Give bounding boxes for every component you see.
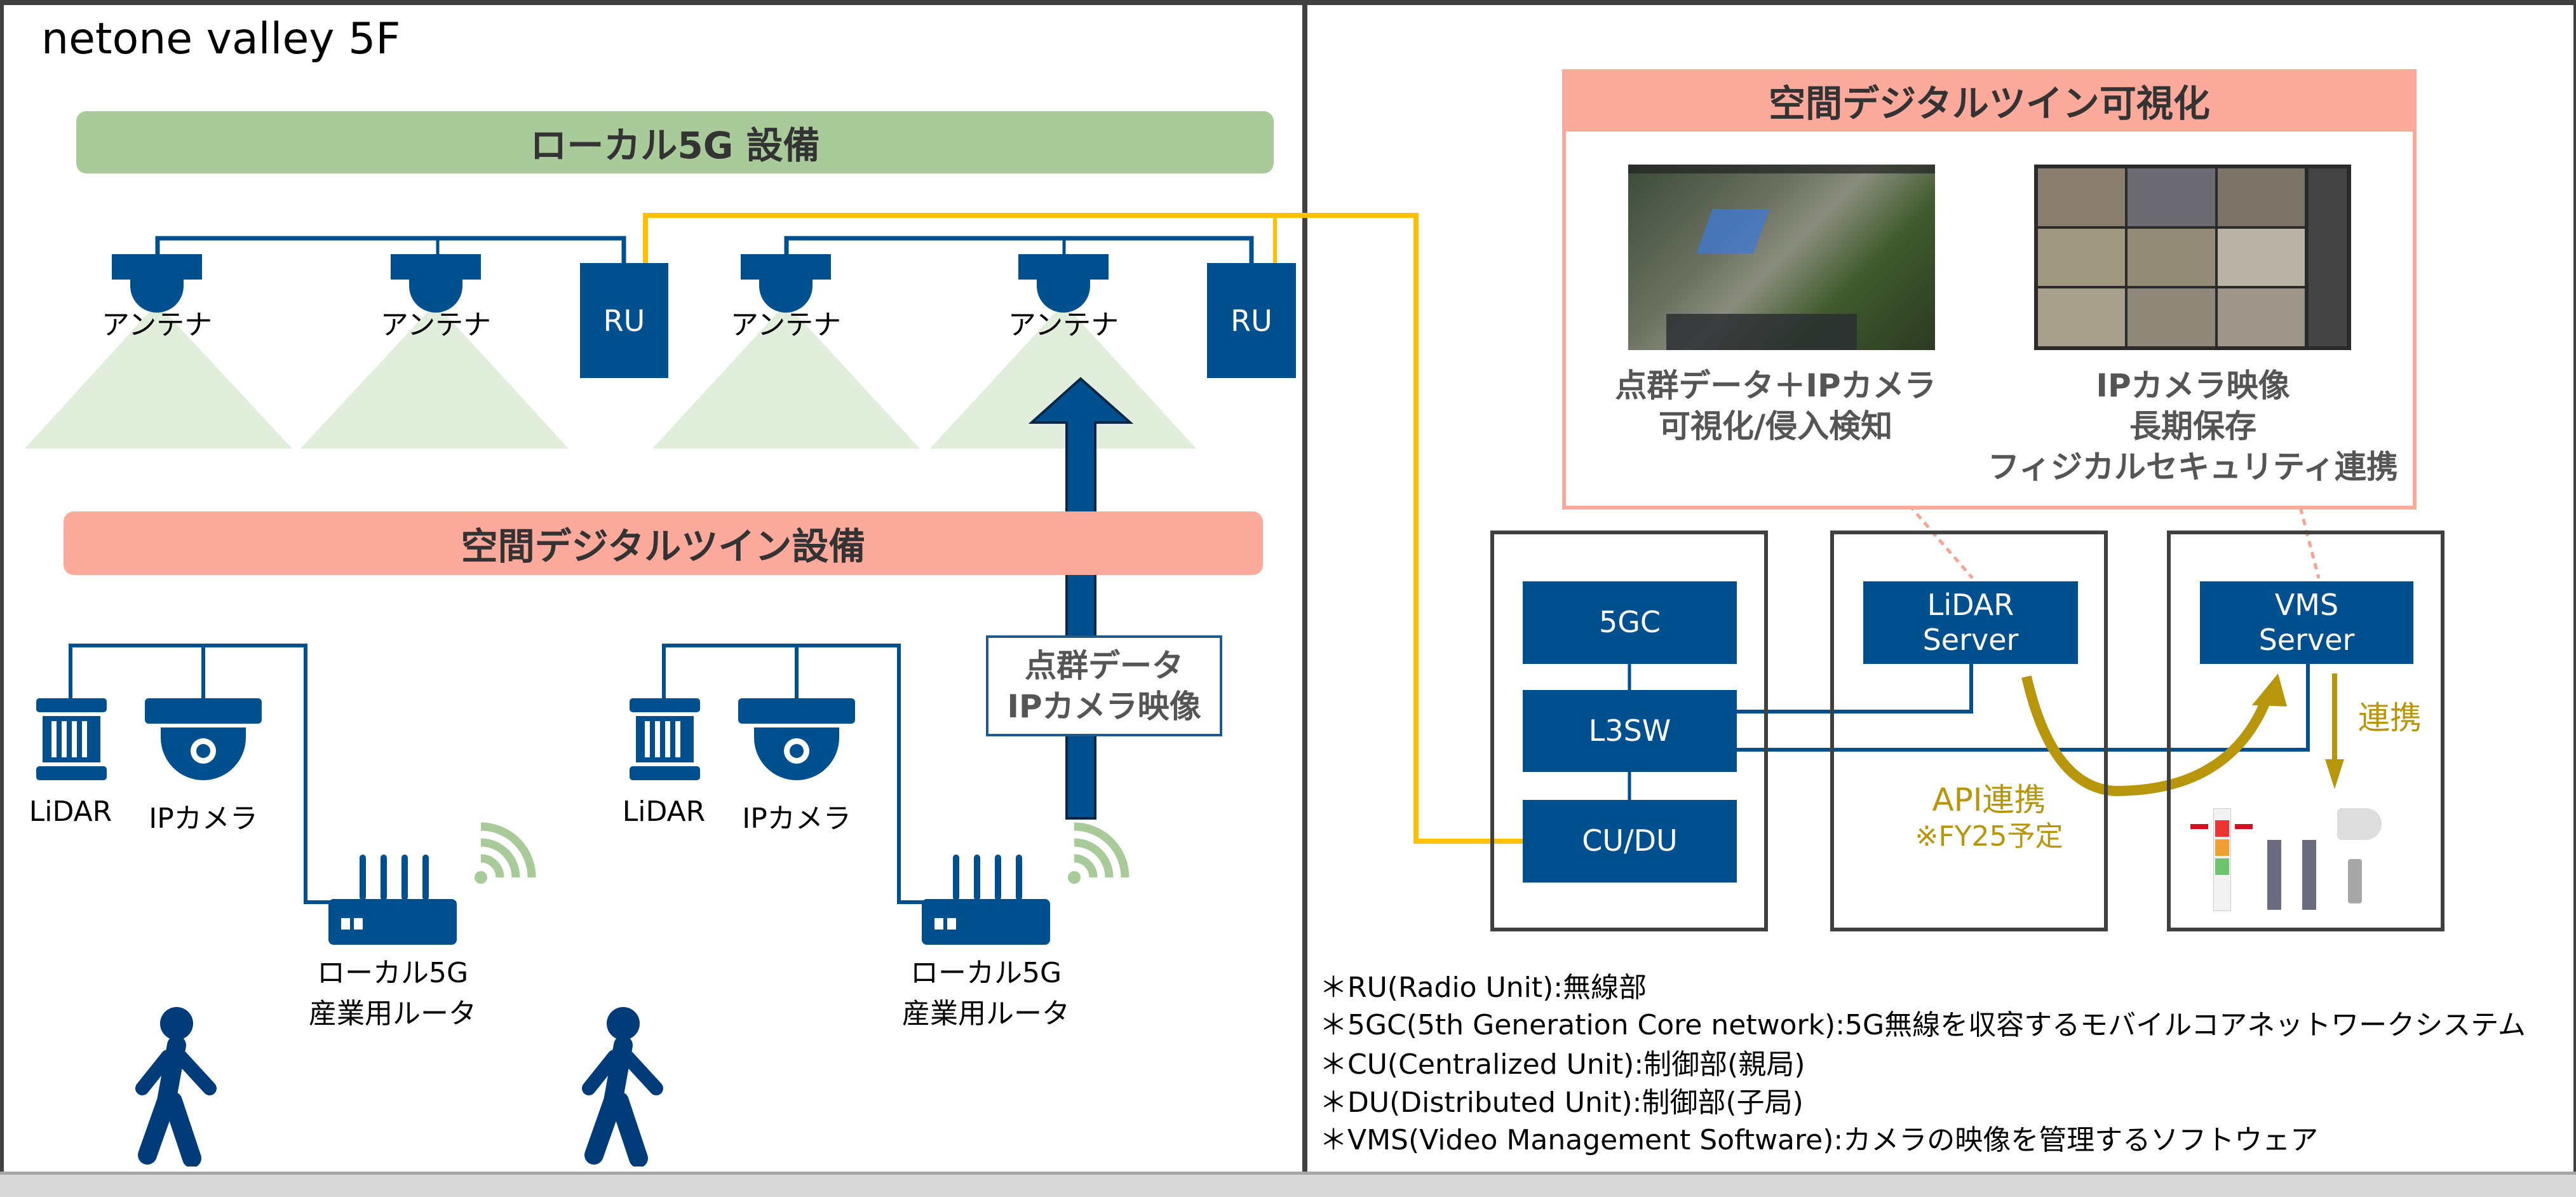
antenna-label: アンテナ <box>1008 309 1119 341</box>
antenna-coverage-cone <box>930 312 1196 449</box>
device-wire <box>69 644 335 904</box>
device-wire <box>662 644 928 904</box>
frame-top-border <box>0 0 2576 5</box>
uplink-arrow <box>1028 377 1134 820</box>
router-icon <box>328 855 457 945</box>
uplink-line2: IPカメラ映像 <box>1007 687 1201 725</box>
fiber-line <box>643 213 1523 844</box>
router-icon <box>922 855 1050 945</box>
footnote: ＊DU(Distributed Unit):制御部(子局) <box>1319 1086 1804 1119</box>
ru-unit: RU <box>1207 263 1296 378</box>
ip-camera-label: IPカメラ <box>149 802 258 835</box>
antenna-label: アンテナ <box>101 309 213 341</box>
ip-camera-icon <box>145 698 262 780</box>
ru-unit: RU <box>580 263 668 378</box>
ip-camera-label: IPカメラ <box>742 802 851 835</box>
lidar-label: LiDAR <box>622 795 706 828</box>
physical-security-devices <box>2182 805 2415 912</box>
vms-grid-screenshot <box>2034 165 2351 350</box>
footnote: ＊VMS(Video Management Software):カメラの映像を管… <box>1319 1124 2319 1156</box>
wifi-signal-icon <box>475 822 536 884</box>
frame-right-border <box>2573 0 2576 1173</box>
cu-du-node: CU/DU <box>1523 800 1737 883</box>
caption-line: IPカメラ映像 <box>2096 367 2290 404</box>
vms-server-rack <box>2167 531 2445 931</box>
l3sw-vms-wire <box>1737 664 2310 752</box>
router-label-line2: 産業用ルータ <box>309 998 476 1030</box>
router-label-line2: 産業用ルータ <box>902 998 1070 1030</box>
footnote: ＊5GC(5th Generation Core network):5G無線を収… <box>1319 1009 2526 1041</box>
door-lock-icon <box>2348 859 2362 903</box>
antenna-mount-icon <box>1018 254 1109 280</box>
caption-line: 可視化/侵入検知 <box>1658 408 1893 445</box>
lidar-icon <box>36 698 107 780</box>
person-icon <box>135 1007 217 1167</box>
l3sw-node: L3SW <box>1523 690 1737 772</box>
caption-line: フィジカルセキュリティ連携 <box>1988 449 2398 485</box>
lidar-icon <box>630 698 700 780</box>
link-label: 連携 <box>2358 700 2422 736</box>
point-cloud-screenshot <box>1628 165 1935 350</box>
api-arrow-head <box>2252 673 2287 707</box>
api-curve-arrow <box>2021 675 2272 797</box>
router-label-line1: ローカル5G <box>316 957 469 989</box>
router-label-line1: ローカル5G <box>910 957 1062 989</box>
antenna-coverage-cone <box>300 312 569 449</box>
caption-line: 点群データ＋IPカメラ <box>1615 367 1936 404</box>
vms-server-line2: Server <box>2258 623 2355 657</box>
vms-server-node: VMS Server <box>2200 581 2413 664</box>
antenna-coverage-cone <box>25 312 292 449</box>
l3sw-lidar-wire <box>1737 664 1973 713</box>
ip-camera-icon <box>738 698 855 780</box>
antenna-wire <box>155 236 626 263</box>
lidar-server-line1: LiDAR <box>1927 587 2014 622</box>
uplink-line1: 点群データ <box>1025 647 1183 684</box>
api-link-line1: API連携 <box>1932 781 2046 818</box>
vms-caption: IPカメラ映像 長期保存 フィジカルセキュリティ連携 <box>1988 365 2398 487</box>
api-link-label: API連携 ※FY25予定 <box>1915 780 2063 854</box>
uplink-data-label: 点群データ IPカメラ映像 <box>986 635 1222 736</box>
api-link-line2: ※FY25予定 <box>1915 820 2063 853</box>
antenna-label: アンテナ <box>380 309 492 341</box>
alert-flash-icon <box>2190 824 2208 829</box>
page-title: netone valley 5F <box>41 14 401 64</box>
antenna-mount-icon <box>112 254 202 280</box>
footnote: ＊CU(Centralized Unit):制御部(親局) <box>1319 1048 1805 1081</box>
link-down-arrow-head <box>2325 759 2344 789</box>
router-label: ローカル5G 産業用ルータ <box>902 953 1070 1034</box>
caption-line: 長期保存 <box>2129 408 2256 445</box>
antenna-mount-icon <box>741 254 831 280</box>
5gc-node: 5GC <box>1523 581 1737 664</box>
lidar-server-line2: Server <box>1922 623 2019 657</box>
point-cloud-caption: 点群データ＋IPカメラ 可視化/侵入検知 <box>1615 365 1936 447</box>
lidar-label: LiDAR <box>29 795 112 828</box>
speaker-horn-icon <box>2337 808 2382 840</box>
antenna-coverage-cone <box>652 312 920 449</box>
alert-flash-icon <box>2235 824 2253 829</box>
frame-left-border <box>0 0 4 1173</box>
person-icon <box>582 1007 663 1167</box>
antenna-wire <box>784 236 1254 263</box>
wifi-signal-icon <box>1068 822 1130 884</box>
antenna-mount-icon <box>391 254 481 280</box>
footnote: ＊RU(Radio Unit):無線部 <box>1319 971 1647 1004</box>
section-divider <box>1302 0 1307 1173</box>
digital-twin-band: 空間デジタルツイン設備 <box>64 511 1263 575</box>
bottom-scrollbar-area <box>0 1172 2576 1197</box>
vms-server-line1: VMS <box>2274 587 2339 622</box>
security-gate-icon <box>2267 840 2281 910</box>
lidar-server-rack <box>1830 531 2108 931</box>
signal-tower-icon <box>2213 808 2231 911</box>
antenna-label: アンテナ <box>730 309 842 341</box>
local5g-band: ローカル5G 設備 <box>76 111 1274 173</box>
visualization-panel-header: 空間デジタルツイン可視化 <box>1562 69 2417 132</box>
lidar-server-node: LiDAR Server <box>1863 581 2078 664</box>
router-label: ローカル5G 産業用ルータ <box>309 953 476 1034</box>
security-gate-icon <box>2302 840 2316 910</box>
core-rack <box>1490 531 1768 931</box>
